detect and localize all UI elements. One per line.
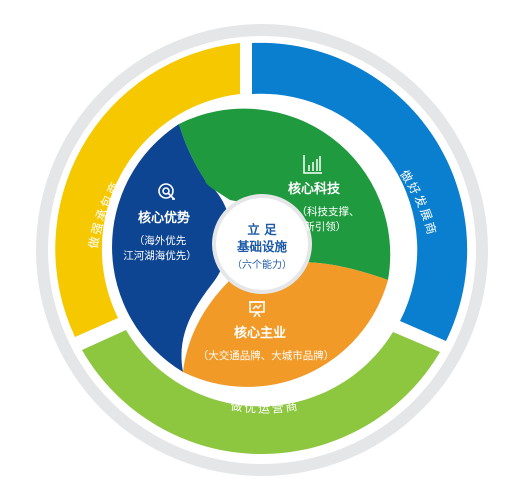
center-title-line2: 基础设施 <box>236 239 288 254</box>
sector-sub-advantage-2: 江河湖海优先） <box>123 249 197 262</box>
presentation-icon <box>249 301 265 318</box>
sector-title-technology: 核心科技 <box>288 181 341 197</box>
sector-core-technology <box>179 108 391 280</box>
ring-segment-contractor <box>55 43 241 337</box>
sector-title-business: 核心主业 <box>234 325 286 341</box>
sector-core-business <box>183 262 388 387</box>
sector-sub-business-1: （大交通品牌、大城市品牌） <box>198 349 335 362</box>
center-circle-border <box>212 194 312 294</box>
sector-core-advantage <box>112 124 231 372</box>
target-icon <box>158 183 175 200</box>
center-subtitle: （六个能力） <box>232 258 292 271</box>
sector-title-advantage: 核心优势 <box>138 210 190 226</box>
sector-sub-advantage-1: （海外优先 <box>134 234 187 247</box>
ring-label-operator: 做优运营商 <box>230 398 301 416</box>
ring-segment-developer <box>252 42 468 342</box>
center-title-line1: 立 足 <box>247 222 277 237</box>
sector-sub-technology-1: （科技支撑、 <box>297 205 360 218</box>
bar-chart-icon <box>303 155 322 174</box>
ring-segment-operator <box>82 330 440 455</box>
sector-sub-technology-2: 创新引领） <box>294 220 347 233</box>
